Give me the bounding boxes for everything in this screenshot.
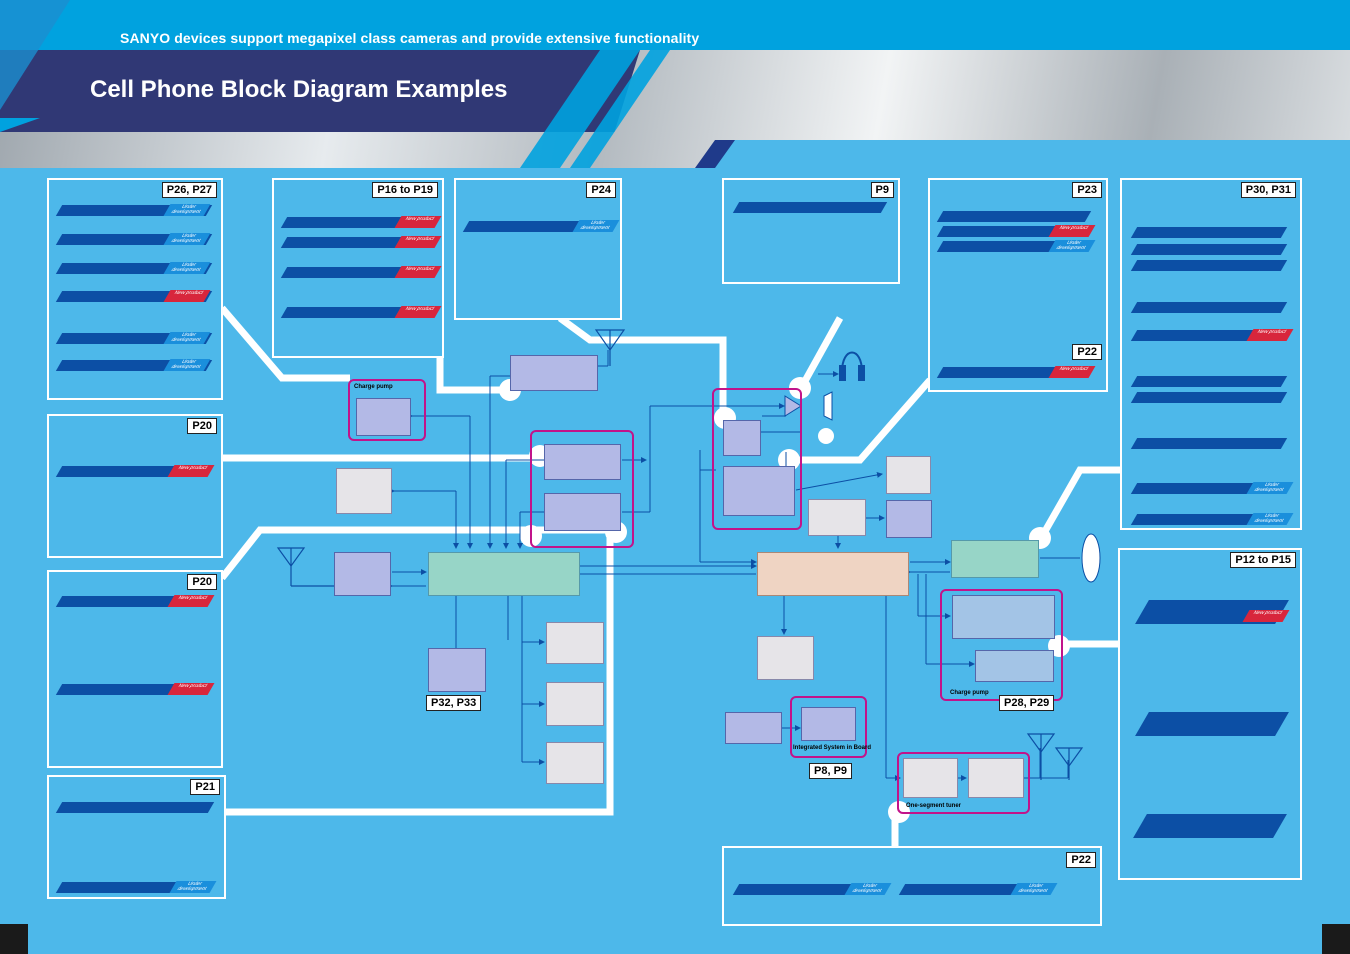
flash-block <box>975 650 1054 682</box>
headphone-icon <box>839 351 865 381</box>
section-p24: P24 Under development <box>454 178 622 320</box>
sensor-block <box>757 636 814 680</box>
section-p9: P9 <box>722 178 900 284</box>
section-p23-p22: P23 New product Under development P22 Ne… <box>928 178 1108 392</box>
page-title: Cell Phone Block Diagram Examples <box>90 76 508 103</box>
section-p30-p31: P30, P31 New product Under development U… <box>1120 178 1302 530</box>
baseband-block <box>428 552 580 596</box>
peripheral-block-2 <box>546 682 604 726</box>
amp-block <box>723 420 761 456</box>
tagline: SANYO devices support megapixel class ca… <box>120 30 700 46</box>
memory-block-2 <box>808 499 866 536</box>
charge-pump-highlight-2 <box>940 589 1063 701</box>
audio-codec-block <box>723 466 795 516</box>
memory-block <box>336 468 392 514</box>
audio-highlight <box>530 430 634 548</box>
page-ref: P22 <box>1066 852 1096 868</box>
camera-module-block <box>951 540 1039 578</box>
charge-pump-label: Charge pump <box>354 384 393 390</box>
section-p12-p15: P12 to P15 New product <box>1118 548 1302 880</box>
rf-block <box>510 355 598 391</box>
section-p26-p27: P26, P27 Under development Under develop… <box>47 178 223 400</box>
tuner-block-b <box>968 758 1024 798</box>
power-block <box>428 648 486 692</box>
page-ref-p8: P8, P9 <box>809 763 853 779</box>
page-ref: P23 <box>1072 182 1102 198</box>
page-ref: P21 <box>190 779 220 795</box>
page-ref: P24 <box>586 182 616 198</box>
page-ref: P30, P31 <box>1240 182 1296 198</box>
title-band <box>0 50 640 132</box>
peripheral-block-3 <box>546 742 604 784</box>
page-ref: P26, P27 <box>161 182 217 198</box>
camera-lens-icon <box>1081 533 1101 583</box>
audio-block-a <box>544 444 621 480</box>
header-bar <box>0 0 1350 50</box>
isb-label: Integrated System in Board <box>793 745 872 751</box>
tuner-block-a <box>903 758 958 798</box>
application-processor-block <box>757 552 909 596</box>
page-ref: P20 <box>187 418 217 434</box>
transceiver-block <box>334 552 391 596</box>
driver-block <box>886 500 932 538</box>
section-p20-a: P20 New product <box>47 414 223 558</box>
page-ref: P9 <box>870 182 894 198</box>
page-ref: P20 <box>187 574 217 590</box>
tuner-label: One-segment tuner <box>906 803 962 809</box>
page-ref-p32: P32, P33 <box>426 695 482 711</box>
isb-block <box>801 707 856 741</box>
isb-highlight <box>790 696 867 758</box>
section-p16-p19: P16 to P19 New product New product New p… <box>272 178 444 358</box>
audio-block-b <box>544 493 621 531</box>
bt-block <box>725 712 782 744</box>
speaker-icon <box>784 391 833 421</box>
audio-codec-highlight <box>712 388 802 530</box>
page-ref: P12 to P15 <box>1230 552 1296 568</box>
display-block <box>886 456 931 494</box>
section-p22-bottom: P22 Under development Under development <box>722 846 1102 926</box>
header-stripes <box>0 0 1350 168</box>
backlight-block <box>952 595 1055 639</box>
peripheral-block-1 <box>546 622 604 664</box>
tuner-highlight <box>897 752 1030 814</box>
page-ref-p28: P28, P29 <box>999 695 1055 711</box>
section-p21: P21 Under development <box>47 775 226 899</box>
page-ref: P22 <box>1072 344 1102 360</box>
corner-mark-left <box>0 924 28 954</box>
charge-pump-highlight <box>348 379 426 441</box>
charge-pump-label-2: Charge pump <box>950 690 989 696</box>
charge-pump-block <box>356 398 411 436</box>
page-ref: P16 to P19 <box>372 182 438 198</box>
corner-mark-right <box>1322 924 1350 954</box>
section-p20-b: P20 New product New product <box>47 570 223 768</box>
